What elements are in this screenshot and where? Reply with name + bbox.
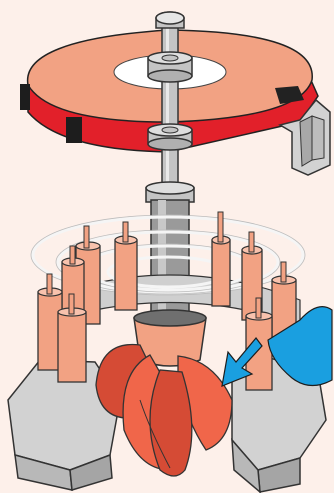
turbine-shaft bbox=[146, 12, 194, 320]
runner-blade bbox=[150, 370, 192, 476]
turbine-runner bbox=[96, 310, 232, 476]
shaft-collar-middle bbox=[148, 124, 192, 150]
shaft-collar-upper bbox=[148, 52, 192, 82]
wicket-gate-vane bbox=[212, 212, 230, 306]
rotor-end-cap-mid bbox=[66, 117, 82, 143]
shaft-upper bbox=[162, 25, 178, 195]
rotor-end-cap-left bbox=[20, 84, 30, 110]
